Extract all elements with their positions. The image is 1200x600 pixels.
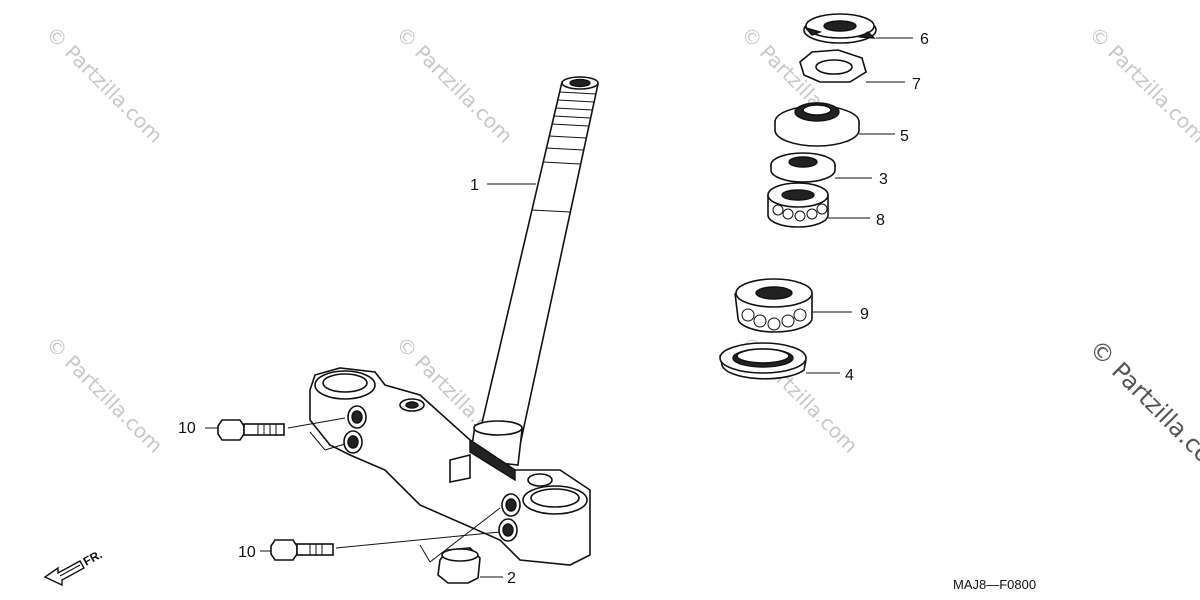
stem-cap: [437, 547, 503, 584]
watermark-text-prominent: © Partzilla.com: [1084, 334, 1200, 485]
watermarks: © Partzilla.com © Partzilla.com © Partzi…: [41, 22, 1200, 486]
callout-part-10-lower[interactable]: 10: [238, 544, 256, 561]
callout-part-9[interactable]: 9: [860, 306, 869, 323]
callout-part-8[interactable]: 8: [876, 212, 885, 229]
lower-bearing: [734, 278, 852, 333]
callout-part-10-upper[interactable]: 10: [178, 420, 196, 437]
pinch-bolt-upper: [217, 417, 346, 451]
front-arrow-icon: [43, 560, 85, 587]
dust-seal: [770, 152, 872, 183]
diagram-code: MAJ8—F0800: [953, 577, 1036, 592]
lock-nut: [803, 13, 913, 44]
callout-part-3[interactable]: 3: [879, 171, 888, 188]
callout-part-2[interactable]: 2: [507, 570, 516, 587]
front-marker-label: FR.: [81, 547, 105, 568]
steering-stem-shaft: [469, 76, 599, 466]
watermark-text: © Partzilla.com: [41, 332, 167, 458]
watermark-text: © Partzilla.com: [1084, 22, 1200, 148]
adjustment-nut: [774, 102, 895, 147]
pinch-bolt-lower: [270, 507, 501, 563]
lock-washer: [799, 49, 905, 83]
upper-bearing: [767, 182, 870, 228]
callout-part-4[interactable]: 4: [845, 367, 854, 384]
lower-dust-seal: [719, 342, 840, 380]
callout-part-7[interactable]: 7: [912, 76, 921, 93]
watermark-text: © Partzilla.com: [41, 22, 167, 148]
callout-part-6[interactable]: 6: [920, 31, 929, 48]
bottom-bridge: [309, 367, 591, 566]
watermark-text: © Partzilla.com: [391, 22, 517, 148]
callout-part-5[interactable]: 5: [900, 128, 909, 145]
callout-part-1[interactable]: 1: [470, 177, 479, 194]
